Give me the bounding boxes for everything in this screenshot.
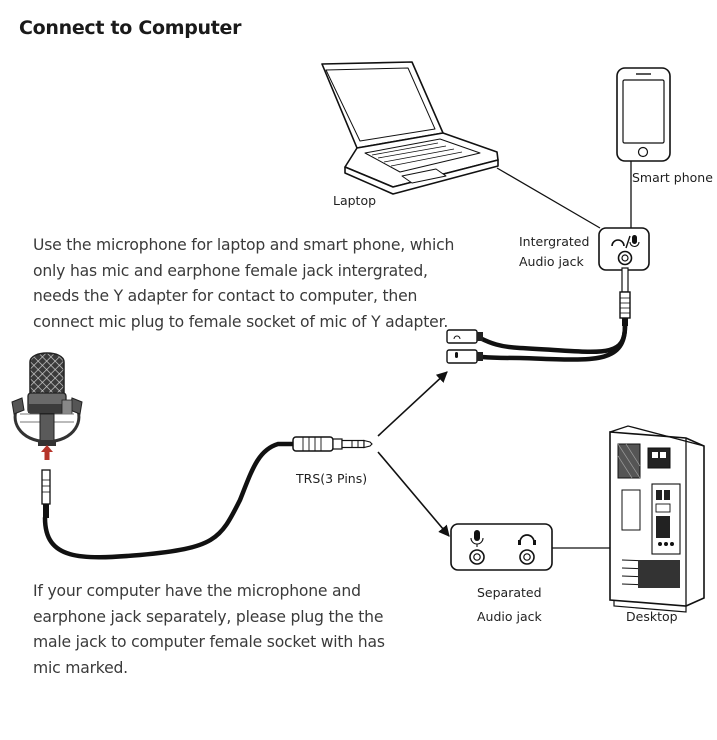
desktop-tower-icon	[609, 425, 705, 613]
mic-icon	[632, 235, 637, 244]
mic-icon	[474, 530, 480, 541]
instruction-line: If your computer have the microphone and	[33, 582, 361, 600]
instruction-line: earphone jack separately, please plug th…	[33, 607, 384, 626]
laptop-icon	[321, 61, 499, 195]
trs-plug	[292, 436, 373, 452]
headphone-icon	[453, 335, 461, 340]
instruction-line: needs the Y adapter for contact to compu…	[33, 287, 418, 305]
instruction-line: Use the microphone for laptop and smart …	[33, 236, 455, 254]
trs-label: TRS(3 Pins)	[296, 471, 368, 486]
y-adapter-headphone-socket	[446, 329, 483, 344]
smart-phone-label: Smart phone	[632, 170, 713, 185]
headphone-icon	[611, 239, 625, 247]
page-title: Connect to Computer	[19, 17, 242, 39]
desktop-label: Desktop	[626, 609, 678, 624]
plug-to-integrated-jack	[619, 267, 631, 326]
separated-jack-label-line2: Audio jack	[477, 609, 542, 624]
headphone-icon	[519, 534, 535, 543]
instruction-line: connect mic plug to female socket of mic…	[33, 312, 449, 331]
smartphone-icon	[616, 67, 671, 162]
integrated-jack-label-line1: Intergrated	[519, 234, 590, 249]
mic-icon	[455, 352, 458, 358]
separated-audio-jack	[450, 523, 553, 571]
integrated-jack-label-line2: Audio jack	[519, 254, 584, 269]
integrated-audio-jack	[598, 227, 650, 271]
y-adapter-mic-socket	[446, 349, 483, 364]
studio-microphone-icon	[11, 352, 83, 518]
instruction-line: male jack to computer female socket with…	[33, 633, 385, 651]
separated-jack-label-line1: Separated	[477, 585, 542, 600]
laptop-label: Laptop	[333, 193, 377, 208]
instruction-line: mic marked.	[33, 658, 128, 677]
combined-jack-instructions: Use the microphone for laptop and smart …	[33, 233, 454, 335]
separate-jack-instructions: If your computer have the microphone and…	[33, 579, 385, 681]
instruction-line: only has mic and earphone female jack in…	[33, 261, 428, 280]
